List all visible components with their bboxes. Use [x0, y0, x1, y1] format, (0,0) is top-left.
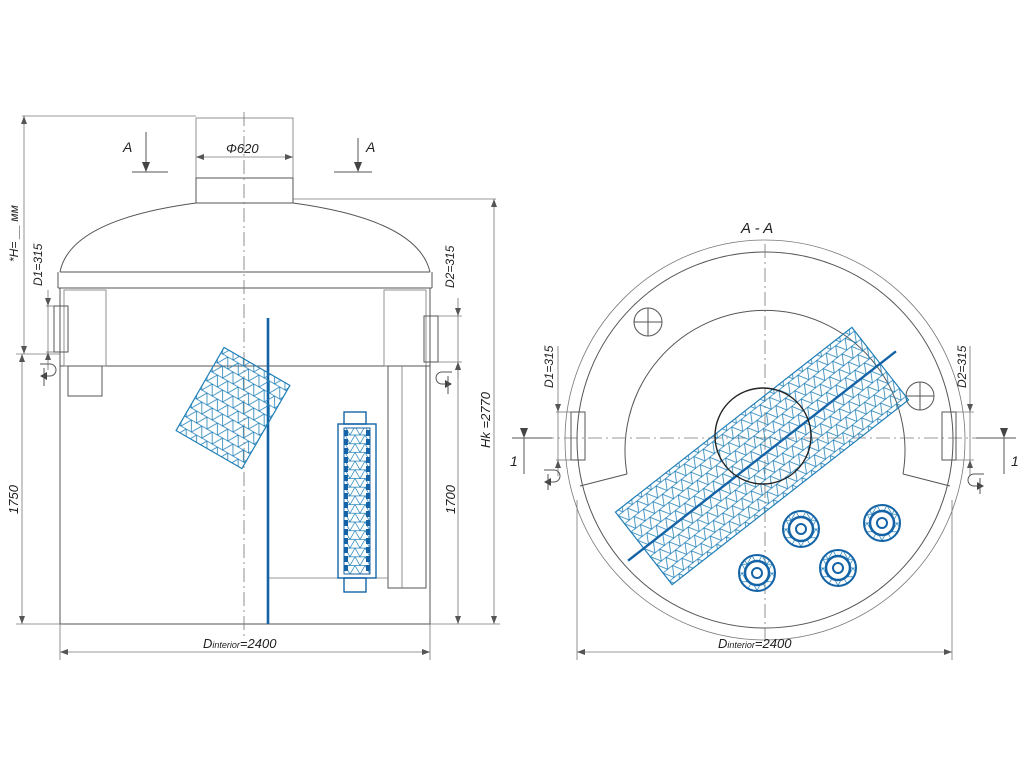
section-title: A - A	[740, 220, 773, 237]
d2-right-label: D2=315	[955, 345, 969, 388]
riser-column	[387, 365, 427, 589]
d1-left-label: D1=315	[31, 243, 45, 286]
mesh-filter-band	[614, 326, 910, 586]
u-turn-arrow-icon	[40, 363, 57, 386]
d-interior-left-sub: interior	[212, 640, 241, 650]
inlet-stub-d1	[53, 305, 69, 353]
crossed-circle-icon	[905, 381, 935, 411]
dome-cover	[59, 202, 431, 273]
section-marker-a-left: A	[122, 132, 168, 173]
u-turn-arrow-icon	[544, 469, 561, 490]
dim-hk: Hk =2770	[478, 199, 497, 624]
d-interior-left-val: =2400	[240, 636, 277, 651]
outlet-stub-d2	[423, 315, 439, 363]
dim-1750: 1750	[6, 353, 60, 625]
d-interior-right-sub: interior	[727, 640, 756, 650]
neck-diameter-label: Φ620	[226, 141, 259, 156]
dim-d-interior-right: Dinterior=2400	[576, 500, 953, 660]
d-interior-right-val: =2400	[755, 636, 792, 651]
d1-dimension-right: D1=315	[542, 345, 571, 476]
inlet-stub-section	[570, 411, 586, 461]
d2-dimension-left: D2=315	[438, 245, 462, 378]
h-star-label: *H= __ мм	[7, 205, 21, 262]
elevation-view: Φ620 A A	[6, 112, 500, 660]
height-h-dimension: *H= __ мм	[7, 116, 27, 354]
d1-dimension-left: D1=315	[31, 243, 54, 370]
svg-text:Dinterior=2400: Dinterior=2400	[718, 636, 792, 651]
level-marker-left: 1	[510, 428, 552, 474]
d-interior-right-main: D	[718, 636, 727, 651]
level-left-label: 1	[510, 453, 518, 469]
neck-circle	[714, 387, 812, 485]
level-right-label: 1	[1011, 453, 1019, 469]
pump-box	[67, 365, 103, 397]
d-interior-left-main: D	[203, 636, 212, 651]
section-marker-a-right: A	[334, 138, 375, 173]
section-a-label-right: A	[365, 139, 375, 155]
cartridge-circle	[738, 554, 776, 592]
d1-right-label: D1=315	[542, 345, 556, 388]
h1750-label: 1750	[6, 484, 21, 514]
crossed-circle-icon	[633, 307, 663, 337]
hk-label: Hk =2770	[478, 391, 493, 448]
section-view: A - A	[510, 220, 1019, 660]
outlet-stub-section	[941, 411, 957, 461]
dim-1700: 1700	[430, 362, 500, 625]
mesh-filter-panel	[175, 346, 291, 470]
h1700-label: 1700	[443, 484, 458, 514]
cartridge-circles	[738, 504, 901, 592]
neck-flange	[195, 177, 294, 204]
section-a-label-left: A	[122, 139, 132, 155]
cartridge-circle	[819, 549, 857, 587]
cartridge-circle	[863, 504, 901, 542]
cartridge-filter	[337, 411, 377, 593]
tank-body	[59, 287, 431, 625]
svg-text:Dinterior=2400: Dinterior=2400	[203, 636, 277, 651]
dim-d-interior-left: Dinterior=2400	[59, 624, 431, 660]
level-marker-right: 1	[976, 428, 1019, 474]
u-turn-arrow-icon	[435, 371, 452, 394]
d2-dimension-right: D2=315	[955, 345, 974, 476]
u-turn-arrow-icon	[967, 473, 984, 494]
d2-left-label: D2=315	[443, 245, 457, 288]
neck-diameter-dimension: Φ620	[196, 141, 293, 160]
cartridge-circle	[782, 510, 820, 548]
